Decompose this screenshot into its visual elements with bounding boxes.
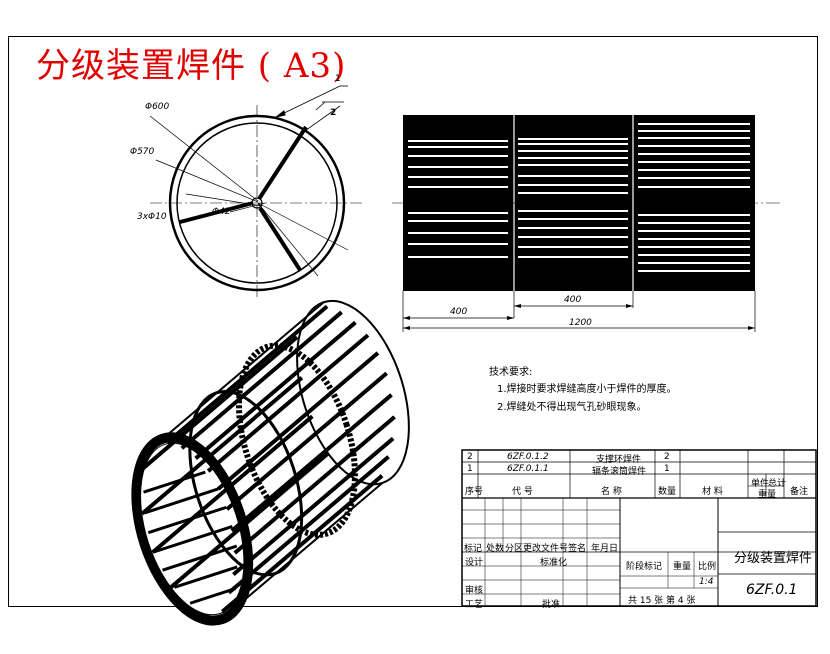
spoke-left (179, 201, 254, 224)
tb-design: 设计 (465, 558, 484, 568)
bom-row-name: 辐条滚筒焊件 (592, 467, 647, 477)
bom-header-remark: 备注 (790, 487, 809, 497)
bom-row-code: 6ZF.0.1.2 (507, 452, 549, 462)
tb-stage: 阶段标记 (626, 562, 663, 572)
title-block-lines (461, 449, 817, 607)
slats-left (408, 140, 508, 258)
bom-header-code: 代 号 (512, 487, 533, 497)
slats-right (638, 123, 750, 272)
drawing-title: 分级装置焊件 ( A3) (36, 46, 347, 86)
tb-mark: 标记 (464, 544, 483, 554)
tb-part-name: 分级装置焊件 (734, 551, 813, 566)
dimension-400-left: 400 (450, 307, 468, 317)
bom-header-no: 序号 (465, 487, 484, 497)
spoke-lower (258, 206, 302, 272)
end-view (149, 85, 362, 300)
dimension-400-middle: 400 (564, 295, 582, 305)
isometric-view (131, 299, 410, 626)
bom-row-qty: 1 (664, 464, 670, 474)
tb-std: 标准化 (540, 558, 568, 568)
tb-change: 更改文件号 (523, 544, 569, 554)
dimension-d570: Φ570 (130, 147, 155, 157)
bom-row-no: 2 (467, 452, 473, 462)
bom-row-code: 6ZF.0.1.1 (507, 464, 549, 474)
tb-count: 处数 (486, 544, 505, 554)
bom-header-qty: 数量 (658, 487, 677, 497)
tb-scale-value: 1:4 (699, 577, 714, 587)
drawing-frame (8, 36, 818, 607)
bom-header-single: 单件 (751, 479, 770, 489)
leader-label-1: 1 (335, 74, 341, 84)
bom-row-qty: 2 (664, 452, 670, 462)
tb-approve: 批准 (542, 600, 561, 610)
tb-part-code: 6ZF.0.1 (746, 582, 798, 598)
tb-check: 审核 (465, 586, 484, 596)
tb-scale: 比例 (698, 562, 717, 572)
bom-header-total: 总计 (768, 479, 787, 489)
tb-sheets: 共 15 张 第 4 张 (628, 596, 696, 606)
bom-header-material: 材 料 (702, 487, 723, 497)
requirement-item-1: 1.焊接时要求焊缝高度小于焊件的厚度。 (497, 384, 677, 395)
requirements-title: 技术要求: (489, 367, 533, 378)
bom-header-weight: 重量 (758, 490, 777, 500)
tb-zone: 分区 (505, 544, 524, 554)
dimension-d600: Φ600 (145, 102, 170, 112)
leader-label-2: 2 (330, 108, 337, 118)
side-view (392, 113, 780, 332)
tb-date: 年月日 (591, 544, 619, 554)
bom-row-no: 1 (467, 464, 473, 474)
requirement-item-2: 2.焊缝处不得出现气孔砂眼现象。 (497, 402, 647, 413)
tb-process: 工艺 (465, 600, 484, 610)
spoke-upper (257, 125, 308, 201)
dimension-d42: Φ42 (212, 207, 231, 217)
tb-sign: 签名 (568, 544, 587, 554)
tb-weight: 重量 (673, 562, 692, 572)
dimension-holes: 3xΦ10 (137, 212, 167, 222)
dimension-1200: 1200 (569, 318, 592, 328)
bom-row-name: 支撑环焊件 (596, 455, 642, 465)
slats-middle (518, 138, 628, 258)
bom-header-name: 名 称 (601, 487, 622, 497)
